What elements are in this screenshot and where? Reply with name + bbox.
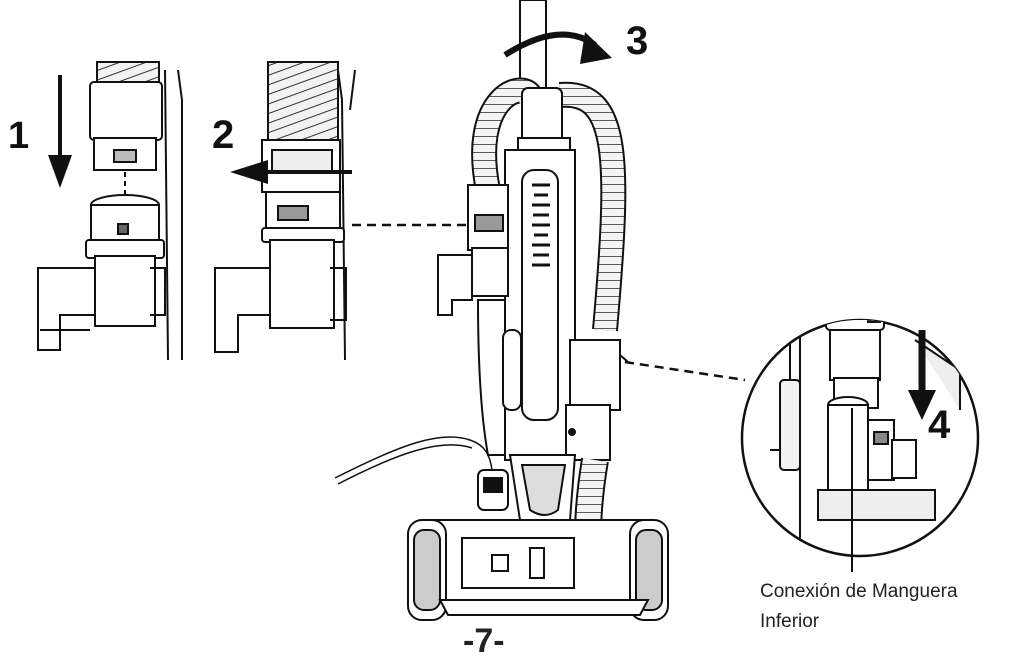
step-3-number: 3 bbox=[626, 19, 648, 63]
detail-circle-step-4 bbox=[740, 318, 980, 572]
step-1-number: 1 bbox=[8, 115, 29, 157]
step-2-number: 2 bbox=[212, 113, 234, 157]
panel-step-1 bbox=[37, 61, 183, 361]
callout-caption-line1: Conexión de Manguera bbox=[760, 581, 958, 602]
panel-step-2 bbox=[214, 61, 356, 361]
callout-caption-line2: Inferior bbox=[760, 611, 820, 632]
step-4-number: 4 bbox=[928, 403, 951, 447]
callout-line-circle bbox=[624, 360, 746, 382]
page-number: -7- bbox=[463, 622, 505, 660]
vacuum-cleaner bbox=[334, 0, 669, 621]
